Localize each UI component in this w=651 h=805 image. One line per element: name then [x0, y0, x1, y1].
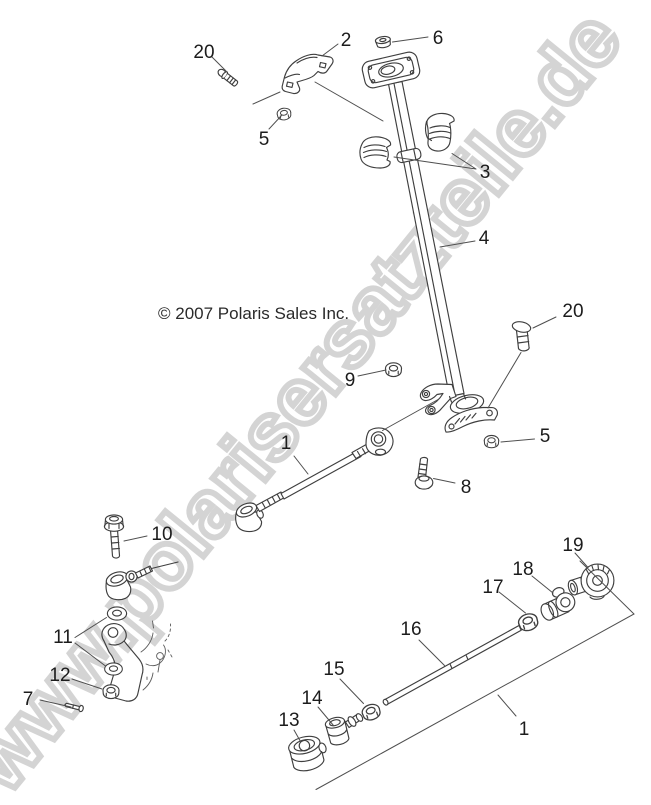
callout-1-upper: 1: [281, 433, 292, 454]
callout-8: 8: [461, 477, 472, 498]
assembly-bracket-line: [315, 560, 635, 790]
part-bolt-20-right: [511, 321, 532, 352]
callout-labels: 20 2 6 5 3 4 9 20 5 8 1 10 11 12 7 13 14…: [23, 28, 584, 740]
callout-15: 15: [323, 659, 344, 680]
part-clamp-2: [281, 53, 334, 95]
part-nut-12: [102, 684, 120, 700]
part-cap-6: [374, 35, 391, 49]
callout-5-right: 5: [540, 426, 551, 447]
part-ball-joint-14: [324, 713, 364, 746]
callout-11: 11: [53, 627, 73, 648]
part-bolt-20-top: [217, 68, 239, 87]
part-pin-7: [64, 702, 84, 713]
callout-6: 6: [433, 28, 444, 49]
callout-18: 18: [512, 559, 533, 580]
callout-2: 2: [341, 30, 352, 51]
copyright-text: © 2007 Polaris Sales Inc.: [158, 304, 349, 323]
callout-7: 7: [23, 689, 34, 710]
leader-lines: [39, 36, 635, 790]
callout-12: 12: [49, 665, 70, 686]
callout-13: 13: [278, 710, 299, 731]
part-washer-11-upper: [106, 606, 128, 621]
part-pitman-arm-assembly: [419, 383, 499, 433]
callout-10: 10: [151, 524, 172, 545]
part-bushing-13: [288, 735, 327, 772]
callout-16: 16: [400, 619, 421, 640]
column-clamp-band: [396, 147, 422, 164]
part-ball-joint-18: [540, 587, 576, 621]
part-steering-column-4: [361, 51, 465, 398]
part-housing-19: [567, 563, 615, 600]
callout-9: 9: [345, 370, 356, 391]
part-rod-16: [382, 624, 522, 706]
callout-17: 17: [482, 577, 503, 598]
part-washer-11-lower: [104, 662, 123, 676]
callout-19: 19: [562, 535, 583, 556]
callout-20-right: 20: [562, 301, 583, 322]
part-nut-9: [384, 362, 403, 378]
callout-1-lower: 1: [519, 719, 530, 740]
part-bolt-10: [103, 514, 125, 559]
callout-5-top: 5: [259, 129, 270, 150]
part-bushings-3: [359, 112, 455, 169]
part-bolt-8: [414, 456, 434, 490]
callout-4: 4: [479, 228, 490, 249]
part-tie-rod-end-lower-left: [105, 561, 179, 601]
callout-20-top-left: 20: [193, 42, 214, 63]
part-nut-5-right: [483, 434, 500, 449]
callout-14: 14: [301, 688, 323, 709]
part-tie-rod-upper-1: [235, 427, 394, 533]
callout-3: 3: [480, 162, 491, 183]
